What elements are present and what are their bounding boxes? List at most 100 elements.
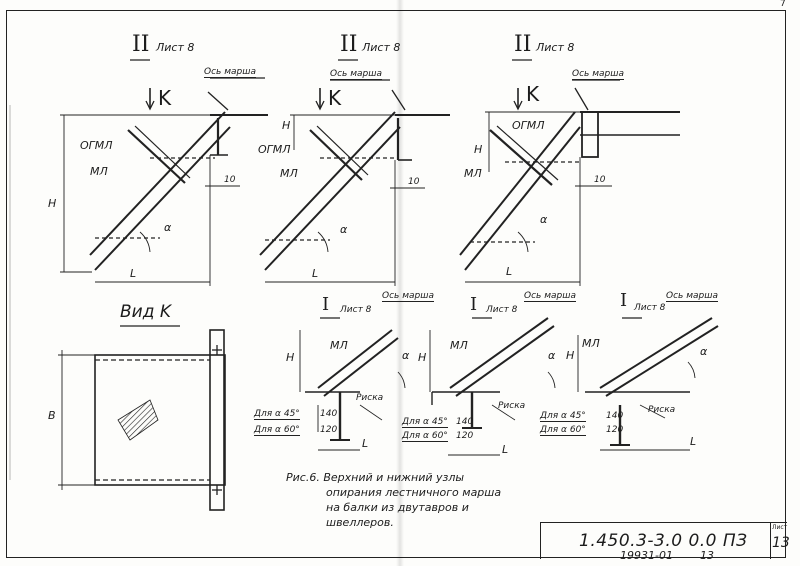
upper-node-2-ml: МЛ (280, 167, 298, 180)
upper-node-1-dim-l: L (130, 267, 137, 280)
upper-node-1-ml: МЛ (90, 165, 108, 178)
lower-node-2-dim-l: L (502, 443, 509, 456)
caption-line-1: Рис.6. Верхний и нижний узлы (286, 471, 465, 484)
lower-node-3-axis-label: Ось марша (666, 291, 718, 302)
lower-node-3-dim-l: L (690, 435, 697, 448)
sheet-number: 13 (772, 535, 790, 551)
lower-node-1-axis-label: Ось марша (382, 291, 434, 302)
upper-node-2-axis-label: Ось марша (330, 69, 382, 80)
upper-node-2-angle: α (340, 223, 348, 236)
upper-node-1-sheet-label: Лист 8 (156, 41, 195, 54)
view-arrow-head (145, 100, 155, 111)
lower-node-2-axis-label: Ось марша (524, 291, 576, 302)
upper-node-2-ogml: ОГМЛ (258, 143, 291, 156)
lower-node-1-row1-value: 140 (320, 409, 338, 419)
upper-node-3-sheet-label: Лист 8 (536, 41, 575, 54)
upper-node-3-angle: α (540, 213, 548, 226)
upper-node-1-drawing (60, 59, 268, 286)
angle-arc (139, 231, 151, 253)
axis-leader (207, 91, 229, 111)
upper-node-2-view-mark: K (328, 86, 342, 110)
lower-node-1-row1-label: Для α 45° (254, 409, 300, 420)
stair-flight-bottom (94, 126, 231, 271)
view-k-dim-b: В (48, 409, 56, 422)
lower-node-2-row1-value: 140 (456, 417, 474, 427)
upper-node-2-gap: 10 (408, 177, 420, 187)
lower-node-2-row2-label: Для α 60° (402, 431, 448, 442)
upper-node-3-dim-h: H (474, 143, 483, 156)
upper-node-1-angle: α (164, 221, 172, 234)
lower-node-3-row1-label: Для α 45° (540, 411, 586, 422)
lower-node-1-sheet-label: Лист 8 (340, 305, 372, 315)
upper-node-3-gap: 10 (594, 175, 606, 185)
hatched-insert (117, 399, 159, 441)
upper-node-1-sheet-ref: II (132, 32, 150, 57)
title-block: 1.450.3-3.0 0.0 ПЗ Лист 13 (540, 522, 790, 559)
page-fold (396, 0, 404, 566)
page-number: 13 (700, 549, 714, 562)
view-k-outline (94, 354, 226, 486)
view-k-drawing (58, 325, 226, 511)
lower-node-3-risk: Риска (648, 405, 676, 415)
lower-node-2-row1-label: Для α 45° (402, 417, 448, 428)
lower-node-1-row2-label: Для α 60° (254, 425, 300, 436)
lower-node-2-angle: α (548, 349, 556, 362)
upper-node-3-ml: МЛ (464, 167, 482, 180)
document-code: 1.450.3-3.0 0.0 ПЗ (579, 531, 748, 551)
lower-node-1-dim-l: L (362, 437, 369, 450)
upper-node-3-drawing (459, 59, 680, 286)
corner-mark: 7 (780, 0, 786, 9)
lower-node-3-sheet-ref: I (620, 290, 628, 311)
drawing-frame (6, 10, 786, 558)
lower-node-3-row1-value: 140 (606, 411, 624, 421)
ogml-diagonal (127, 129, 186, 184)
lower-node-3-ml: МЛ (582, 337, 600, 350)
upper-node-1-gap: 10 (224, 175, 236, 185)
upper-node-3-view-mark: K (526, 82, 540, 106)
lower-node-1-ml: МЛ (330, 339, 348, 352)
lower-node-2-ml: МЛ (450, 339, 468, 352)
upper-node-3-ogml: ОГМЛ (512, 119, 545, 132)
lower-node-2-drawing (429, 317, 556, 456)
upper-node-1-ogml: ОГМЛ (80, 139, 113, 152)
lower-node-1-drawing (299, 317, 406, 451)
lower-node-3-drawing (577, 317, 719, 451)
inventory-number: 19931-01 (620, 549, 673, 562)
beam-plan (209, 329, 225, 511)
lower-node-1-dim-h: H (286, 351, 295, 364)
upper-node-3-dim-l: L (506, 265, 513, 278)
lower-node-1-sheet-ref: I (322, 294, 330, 315)
lower-node-3-row2-label: Для α 60° (540, 425, 586, 436)
upper-node-1-axis-label: Ось марша (204, 67, 256, 78)
upper-node-2-drawing (259, 59, 450, 286)
lower-node-2-sheet-ref: I (470, 294, 478, 315)
lower-node-2-row2-value: 120 (456, 431, 474, 441)
channel-beam (581, 111, 599, 158)
caption-line-3: на балки из двутавров и (326, 501, 469, 514)
lower-node-1-row2-value: 120 (320, 425, 338, 435)
lower-node-2-risk: Риска (498, 401, 526, 411)
lower-node-3-row2-value: 120 (606, 425, 624, 435)
upper-node-2-dim-h: H (282, 119, 291, 132)
upper-node-3-sheet-ref: II (514, 32, 532, 57)
lower-node-2-sheet-label: Лист 8 (486, 305, 518, 315)
sheet-number-box: Лист 13 (770, 523, 790, 559)
upper-node-1-view-mark: K (158, 86, 172, 110)
caption-line-4: швеллеров. (326, 516, 394, 529)
lower-node-3-angle: α (700, 345, 708, 358)
lower-node-1-angle: α (402, 349, 410, 362)
lower-node-1-risk: Риска (356, 393, 384, 403)
lower-node-3-dim-h: H (566, 349, 575, 362)
caption-line-2: опирания лестничного марша (326, 486, 502, 499)
upper-node-2-sheet-ref: II (340, 32, 358, 57)
upper-node-2-sheet-label: Лист 8 (362, 41, 401, 54)
upper-node-1-dim-h: H (48, 197, 57, 210)
view-k-title: Вид K (120, 302, 172, 322)
stair-flight-top (89, 111, 226, 256)
lower-node-3-sheet-label: Лист 8 (634, 303, 666, 313)
sheet-number-label: Лист (772, 524, 788, 531)
lower-node-2-dim-h: H (418, 351, 427, 364)
upper-node-2-dim-l: L (312, 267, 319, 280)
